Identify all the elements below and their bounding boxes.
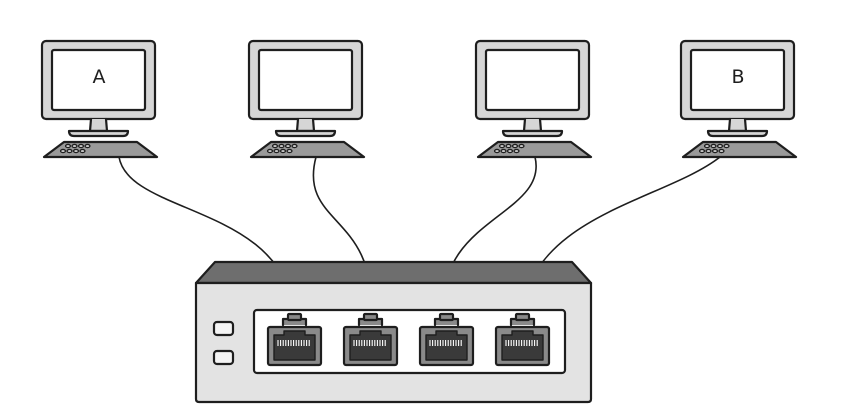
keyboard-key bbox=[500, 148, 507, 154]
keyboard-keys bbox=[493, 143, 525, 154]
keyboard-key bbox=[498, 143, 506, 149]
keyboard-key bbox=[64, 143, 72, 149]
plug-boot bbox=[514, 312, 531, 322]
keyboard-key bbox=[273, 148, 280, 154]
keyboard-key bbox=[72, 148, 80, 154]
keyboard-key bbox=[66, 148, 73, 154]
plug-boot bbox=[438, 312, 455, 322]
keyboard-key bbox=[271, 143, 279, 149]
monitor-screen bbox=[484, 48, 581, 112]
port-socket bbox=[501, 330, 544, 361]
monitor-screen bbox=[50, 48, 147, 112]
keyboard-key bbox=[718, 148, 725, 154]
keyboard-key bbox=[506, 148, 514, 154]
keyboard-key bbox=[711, 148, 719, 154]
keyboard-key bbox=[518, 143, 525, 149]
keyboard-key bbox=[710, 143, 717, 149]
keyboard-key bbox=[84, 143, 91, 149]
indicator-lights bbox=[212, 320, 235, 366]
ethernet-ports bbox=[266, 312, 551, 367]
port-pins bbox=[505, 340, 538, 346]
monitor-screen bbox=[689, 48, 786, 112]
keyboard-key bbox=[291, 143, 298, 149]
computer-pc-2 bbox=[247, 39, 366, 159]
keyboard-key bbox=[513, 148, 520, 154]
keyboard-key bbox=[723, 143, 730, 149]
keyboard-key bbox=[284, 143, 292, 149]
monitor-base bbox=[501, 129, 564, 138]
keyboard-keys bbox=[59, 143, 91, 154]
monitor-neck bbox=[727, 117, 748, 133]
switch-top-face bbox=[194, 260, 593, 285]
keyboard-key bbox=[77, 143, 85, 149]
indicator-light bbox=[212, 320, 235, 337]
computer-pc-3 bbox=[474, 39, 593, 159]
port-socket bbox=[273, 330, 316, 361]
ethernet-port-2 bbox=[342, 312, 399, 367]
keyboard-key bbox=[59, 148, 67, 154]
ethernet-port-1 bbox=[266, 312, 323, 367]
computer-pc-a: A bbox=[40, 39, 159, 159]
computer-pc-b: B bbox=[679, 39, 798, 159]
keyboard-key bbox=[493, 148, 501, 154]
monitor-base bbox=[706, 129, 769, 138]
keyboard-key bbox=[71, 143, 78, 149]
keyboard-keys bbox=[698, 143, 730, 154]
keyboard-key bbox=[266, 148, 274, 154]
monitor-neck bbox=[522, 117, 543, 133]
monitor-base bbox=[274, 129, 337, 138]
monitor-neck bbox=[295, 117, 316, 133]
port-socket bbox=[349, 330, 392, 361]
keyboard-key bbox=[279, 148, 287, 154]
port-pins bbox=[429, 340, 462, 346]
ethernet-port-4 bbox=[494, 312, 551, 367]
network-switch bbox=[194, 260, 593, 404]
monitor-screen bbox=[257, 48, 354, 112]
plug-boot bbox=[362, 312, 379, 322]
keyboard-key bbox=[698, 148, 706, 154]
keyboard-key bbox=[703, 143, 711, 149]
port-pins bbox=[277, 340, 310, 346]
keyboard-key bbox=[716, 143, 724, 149]
indicator-light bbox=[212, 349, 235, 366]
keyboard-key bbox=[705, 148, 712, 154]
keyboard-key bbox=[286, 148, 293, 154]
keyboard-key bbox=[511, 143, 519, 149]
monitor-base bbox=[67, 129, 130, 138]
port-socket bbox=[425, 330, 468, 361]
monitor-neck bbox=[88, 117, 109, 133]
port-panel bbox=[252, 308, 567, 375]
plug-boot bbox=[286, 312, 303, 322]
screen-label: A bbox=[93, 66, 106, 88]
port-pins bbox=[353, 340, 386, 346]
keyboard-key bbox=[505, 143, 512, 149]
screen-label: B bbox=[731, 66, 744, 88]
keyboard-keys bbox=[266, 143, 298, 154]
keyboard-key bbox=[278, 143, 285, 149]
keyboard-key bbox=[79, 148, 86, 154]
ethernet-port-3 bbox=[418, 312, 475, 367]
